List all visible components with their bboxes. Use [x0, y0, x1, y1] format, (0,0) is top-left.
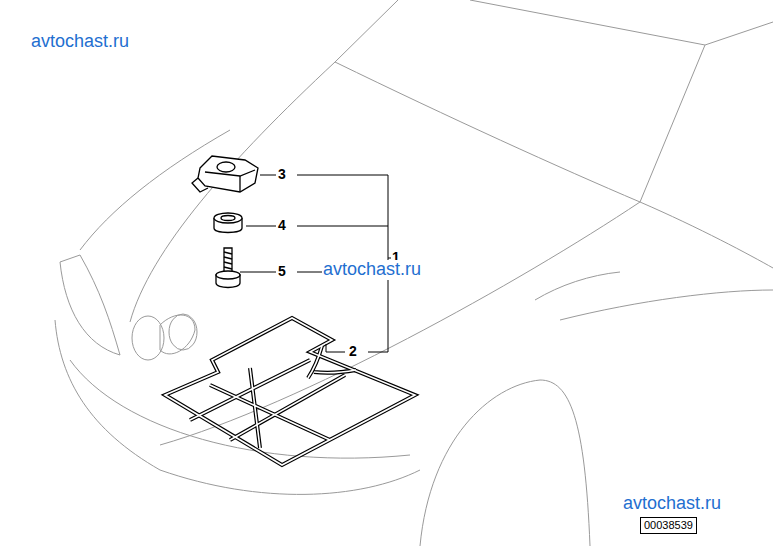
car-outline: [55, 0, 773, 546]
callout-number: 3: [278, 167, 286, 182]
watermark: avtochast.ru: [622, 494, 722, 514]
callout-number: 5: [278, 264, 286, 279]
callout-number: 4: [278, 218, 286, 233]
drawing-number: 00038539: [644, 519, 693, 531]
part-screw: [216, 248, 240, 288]
watermark: avtochast.ru: [30, 32, 130, 52]
callout-number: 2: [349, 344, 357, 359]
part-grommet: [214, 213, 242, 233]
part-heater-mat: [165, 318, 415, 465]
part-sensor: [192, 156, 258, 192]
watermark: avtochast.ru: [322, 260, 422, 280]
drawing-number-box: 00038539: [640, 517, 697, 534]
